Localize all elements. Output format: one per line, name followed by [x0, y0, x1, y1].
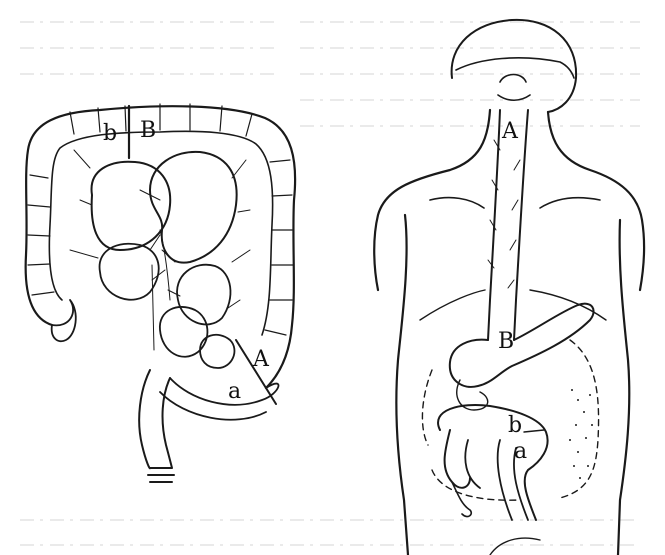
- head-outline: [452, 20, 576, 112]
- label-A-right: A: [501, 119, 519, 144]
- torso-outline-left: [374, 110, 490, 555]
- stomach: [450, 304, 594, 387]
- bleed-through-text: [20, 22, 640, 545]
- colon-stipple: [569, 389, 593, 479]
- esophagus-texture: [488, 140, 520, 288]
- sigmoid-tube: [139, 370, 174, 482]
- label-A-left: A: [252, 347, 270, 372]
- label-a-right: a: [514, 439, 527, 464]
- lower-bowel-loop: [438, 405, 548, 520]
- label-b-right: b: [508, 413, 522, 438]
- section-tick-right: [524, 430, 544, 432]
- mesentery-axis: [152, 265, 154, 350]
- left-figure-intestine: b B A a: [26, 104, 295, 482]
- esophagus: [488, 110, 528, 340]
- collarbones: [430, 198, 600, 208]
- torso-outline-right: [548, 112, 644, 555]
- organ-loop-middle-left: [100, 244, 159, 300]
- colon-terminal-loop: [52, 300, 76, 341]
- organ-loop-middle-right: [177, 265, 230, 325]
- label-B-left: B: [140, 118, 156, 143]
- label-b-left: b: [103, 121, 117, 146]
- colon-lower-curve: [160, 378, 278, 420]
- colon-outer-outline: [26, 106, 295, 388]
- label-a-left: a: [228, 379, 241, 404]
- nose-mouth: [498, 75, 530, 101]
- label-B-right: B: [498, 329, 514, 354]
- pelvis-hint: [490, 538, 540, 555]
